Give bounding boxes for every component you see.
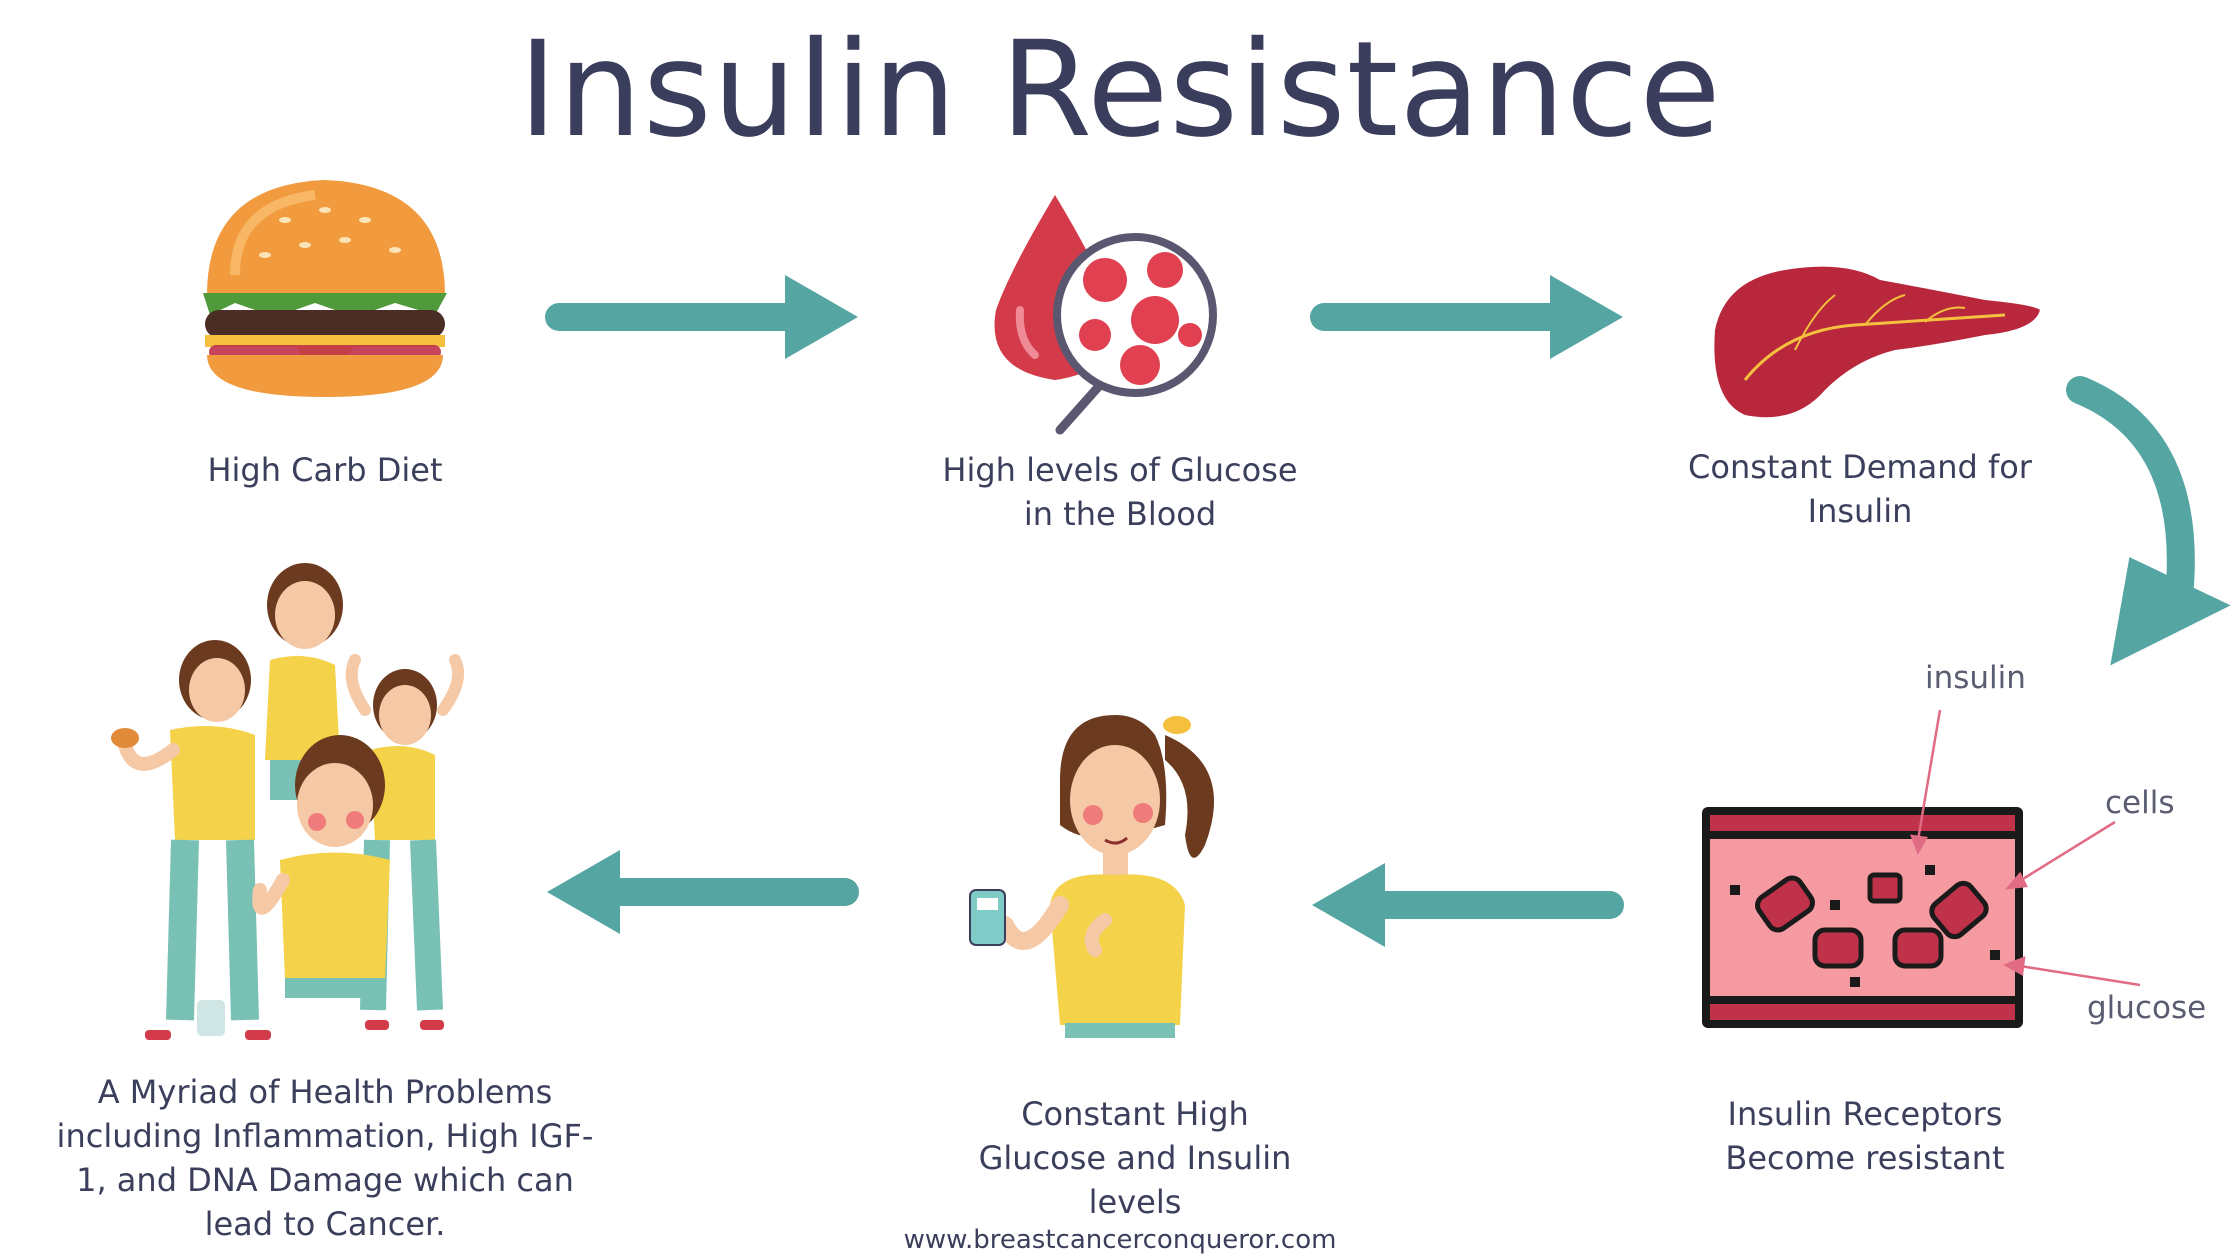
arrow-right-icon	[1310, 275, 1623, 359]
step-label-constant-high-glucose: Constant High Glucose and Insulin levels	[978, 1095, 1292, 1221]
step-label-insulin-demand: Constant Demand for Insulin	[1688, 448, 2032, 530]
annotation-cells: cells	[2105, 785, 2175, 821]
blood-glucose-icon	[994, 195, 1217, 435]
step-label-high-glucose-blood: High levels of Glucose in the Blood	[942, 451, 1298, 533]
step-label-receptors-resistant: Insulin Receptors Become resistant	[1725, 1095, 2005, 1177]
step-label-health-problems: A Myriad of Health Problems including In…	[56, 1073, 594, 1243]
arrow-right-icon	[545, 275, 858, 359]
step-label-high-carb-diet: High Carb Diet	[207, 451, 443, 489]
annotation-insulin: insulin	[1925, 660, 2026, 696]
page-title: Insulin Resistance	[518, 13, 1722, 167]
annotation-glucose: glucose	[2087, 990, 2207, 1026]
pancreas-icon	[1714, 266, 2040, 418]
curved-arrow-down-icon	[2066, 376, 2231, 666]
burger-icon	[203, 180, 447, 397]
arrow-left-icon	[1312, 863, 1624, 947]
blood-vessel-icon	[1702, 807, 2023, 1028]
footer-url: www.breastcancerconqueror.com	[903, 1225, 1337, 1255]
arrow-left-icon	[547, 850, 859, 934]
health-problems-icon	[111, 563, 464, 1040]
woman-glucose-meter-icon	[969, 715, 1214, 1038]
